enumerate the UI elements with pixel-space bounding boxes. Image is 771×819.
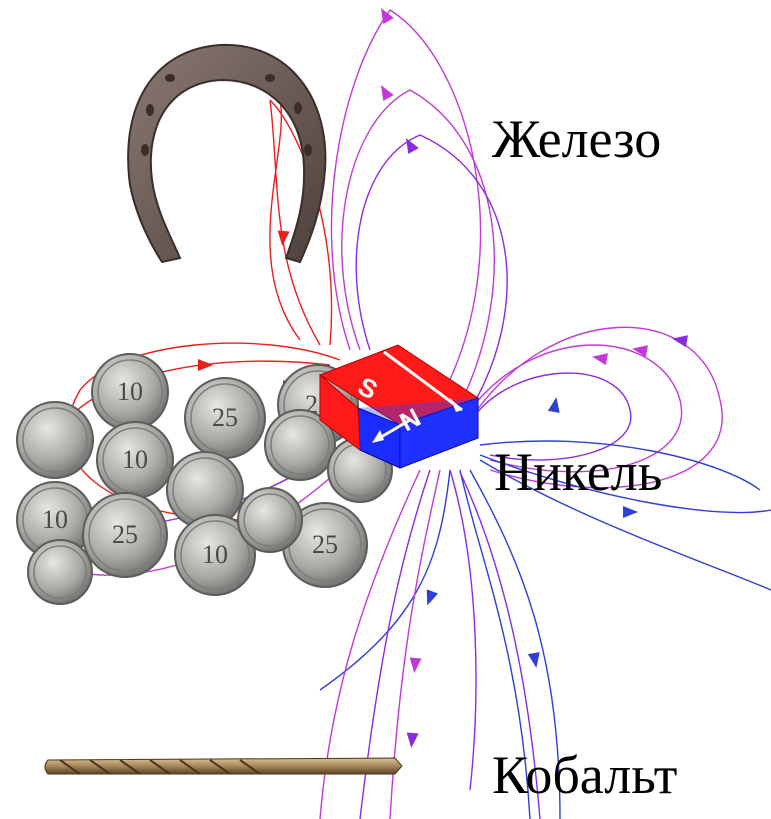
field-arrow <box>426 589 439 606</box>
field-line <box>469 469 561 819</box>
field-arrow <box>409 657 422 673</box>
label-iron: Железо <box>492 109 662 169</box>
field-arrow <box>406 138 419 155</box>
coin: 10 <box>96 421 174 499</box>
field-arrow <box>381 8 394 25</box>
coin <box>27 539 93 605</box>
field-arrow <box>547 397 560 413</box>
field-line <box>330 9 482 401</box>
coin-denomination: 25 <box>312 530 338 559</box>
field-line <box>459 471 541 819</box>
field-line <box>269 99 301 341</box>
bar-magnet-icon: S N <box>318 344 480 469</box>
coin-denomination: 25 <box>212 403 238 432</box>
field-line <box>449 469 477 791</box>
field-line <box>355 134 508 411</box>
coin <box>237 487 303 553</box>
coin: 10 <box>91 353 169 431</box>
horseshoe-icon <box>127 43 327 264</box>
field-line <box>479 454 771 514</box>
field-arrow <box>198 359 213 371</box>
coin-denomination: 10 <box>122 445 148 474</box>
field-line <box>269 99 321 346</box>
field-line <box>389 469 441 819</box>
coin-denomination: 10 <box>117 377 143 406</box>
field-line <box>469 344 683 473</box>
coin-denomination: 10 <box>202 540 228 569</box>
field-line <box>341 89 495 406</box>
field-line <box>459 469 531 819</box>
label-nickel: Никель <box>494 442 663 502</box>
drill-bit-icon <box>44 757 403 775</box>
field-arrow <box>381 85 394 102</box>
field-arrow <box>527 652 540 668</box>
coin-denomination: 25 <box>112 520 138 549</box>
field-line <box>474 372 632 461</box>
coin: 10 <box>174 514 256 596</box>
coin-denomination: 10 <box>42 505 68 534</box>
coin: 25 <box>82 492 168 578</box>
coin <box>264 409 336 481</box>
field-arrow <box>632 345 648 358</box>
label-cobalt: Кобальт <box>492 745 678 805</box>
coin <box>16 401 94 479</box>
field-line <box>359 469 431 819</box>
field-line <box>479 459 771 591</box>
field-arrow <box>406 732 419 748</box>
field-arrow <box>672 335 688 348</box>
coin: 25 <box>184 377 266 459</box>
field-arrow <box>277 230 290 246</box>
field-line <box>479 440 761 491</box>
field-arrow <box>623 506 638 518</box>
coin: 25 <box>282 502 368 588</box>
field-arrow <box>592 353 608 366</box>
field-line <box>469 326 723 489</box>
field-line <box>319 469 451 691</box>
